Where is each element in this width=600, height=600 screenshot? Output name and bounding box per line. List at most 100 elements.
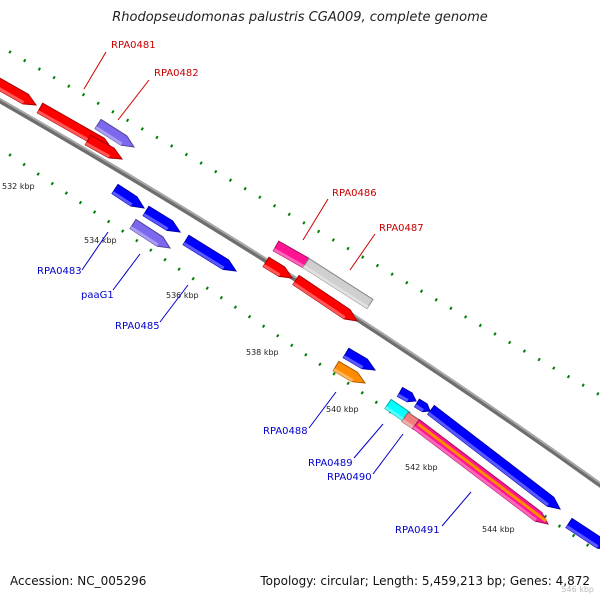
tick-mark-inner [205, 286, 209, 290]
genome-info-text: Topology: circular; Length: 5,459,213 bp… [260, 574, 590, 588]
gene-leader-line [159, 284, 189, 323]
gene-arrow-rpa0485 [182, 234, 238, 272]
gene-arrow-purple-top [94, 118, 136, 148]
tick-mark-inner [50, 181, 54, 186]
tick-mark-outer [243, 186, 247, 191]
tick-mark-inner [191, 276, 195, 281]
tick-mark-inner [106, 219, 111, 224]
gene-label: RPA0482 [154, 68, 199, 79]
tick-mark-outer [552, 366, 556, 370]
tick-mark-inner [276, 333, 280, 338]
tick-mark-inner [374, 400, 378, 405]
gene-stripe-orange [417, 422, 547, 523]
tick-mark-outer [375, 263, 380, 268]
gene-label: RPA0481 [111, 40, 156, 51]
gene-label: RPA0483 [37, 266, 82, 277]
gene-label: RPA0488 [263, 426, 308, 437]
tick-mark-outer [184, 152, 188, 157]
tick-mark-inner [22, 162, 26, 167]
gene-leader-line [83, 51, 107, 90]
gene-arrow-blue-a [342, 347, 377, 371]
tick-mark-inner [571, 533, 576, 538]
tick-mark-inner [163, 257, 167, 262]
tick-mark-inner [92, 210, 97, 214]
gene-label: RPA0486 [332, 188, 377, 199]
tick-mark-inner [247, 314, 252, 319]
gene-label: RPA0485 [115, 321, 160, 332]
tick-mark-inner [360, 391, 364, 395]
tick-mark-outer [596, 391, 600, 396]
tick-mark-inner [346, 381, 350, 386]
tick-mark-outer [361, 255, 365, 259]
tick-mark-outer [537, 357, 541, 362]
tick-mark-outer [434, 297, 438, 302]
gene-arrow-blue-b [396, 386, 417, 403]
tick-mark-outer [111, 110, 115, 114]
tick-mark-outer [96, 101, 100, 106]
tick-mark-inner [219, 295, 224, 300]
tick-mark-inner [177, 267, 181, 271]
tick-mark-outer [67, 84, 71, 88]
tick-mark-outer [52, 75, 56, 80]
tick-mark-inner [332, 371, 336, 376]
gene-arrow-blue-c [413, 398, 431, 413]
tick-mark-inner [290, 343, 294, 348]
tick-mark-outer [581, 383, 585, 388]
gene-label: RPA0491 [395, 525, 440, 536]
tick-mark-outer [508, 340, 512, 345]
tick-mark-outer [478, 323, 482, 328]
tick-mark-inner [585, 543, 590, 547]
tick-mark-outer [155, 135, 159, 140]
gene-leader-line [353, 423, 384, 459]
tick-mark-outer [81, 92, 86, 97]
accession-text: Accession: NC_005296 [10, 574, 147, 588]
tick-mark-inner [36, 172, 40, 176]
gene-arrow-rpa0482 [84, 134, 124, 160]
gene-arrow-rpa0486-b [302, 257, 374, 310]
kbp-label: 536 kbp [166, 291, 199, 300]
gene-leader-line [117, 79, 150, 121]
gene-leader-line [308, 391, 337, 429]
tick-mark-inner [233, 305, 238, 310]
tick-mark-outer [8, 50, 12, 54]
kbp-label: 540 kbp [326, 405, 359, 414]
tick-mark-outer [346, 246, 350, 251]
tick-mark-outer [199, 161, 203, 165]
kbp-label: 544 kbp [482, 525, 515, 534]
gene-leader-line [349, 233, 376, 271]
tick-mark-inner [135, 238, 139, 243]
tick-mark-outer [23, 58, 27, 63]
tick-mark-outer [302, 221, 306, 225]
gene-leader-line [112, 253, 141, 291]
tick-mark-outer [37, 67, 42, 71]
gene-arrow-blue-d [111, 183, 146, 209]
gene-label: RPA0487 [379, 223, 424, 234]
tick-mark-outer [272, 203, 277, 208]
kbp-label: 534 kbp [84, 236, 117, 245]
tick-mark-outer [449, 306, 453, 311]
tick-mark-outer [125, 118, 130, 123]
map-title: Rhodopseudomonas palustris CGA009, compl… [112, 10, 488, 25]
tick-mark-outer [228, 178, 233, 182]
tick-mark-inner [557, 524, 562, 528]
gene-label: paaG1 [81, 290, 114, 301]
kbp-label: 538 kbp [246, 348, 279, 357]
gene-leader-line [81, 231, 109, 271]
tick-mark-outer [419, 289, 424, 294]
gene-arrow-blue-long [427, 404, 561, 510]
gene-arrow-blue-edge [565, 517, 600, 549]
gene-arrow-rpa0487 [292, 274, 358, 322]
kbp-label: 542 kbp [405, 463, 438, 472]
tick-mark-outer [214, 169, 218, 174]
tick-mark-outer [405, 280, 409, 285]
tick-mark-inner [78, 200, 83, 205]
gene-arrow-rpa0481-a [0, 77, 38, 106]
kbp-label: 532 kbp [2, 182, 35, 191]
tick-mark-outer [331, 238, 335, 242]
gene-arrow-orange [332, 360, 367, 384]
tick-mark-inner [304, 352, 308, 357]
gene-leader-line [441, 491, 472, 527]
gene-arrow-paag1 [129, 218, 172, 249]
gene-label: RPA0490 [327, 472, 372, 483]
